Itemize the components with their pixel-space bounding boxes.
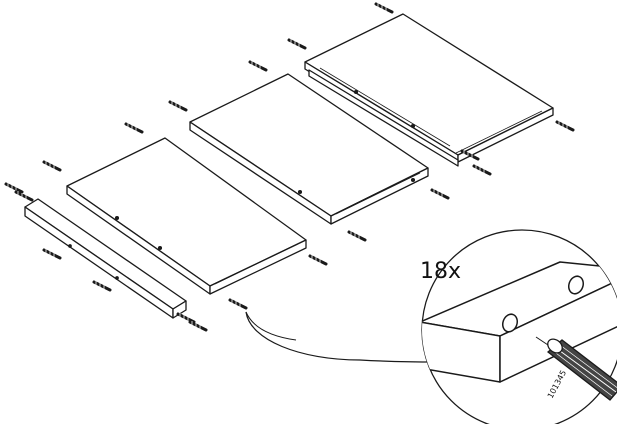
quantity-label: 18x — [420, 259, 461, 284]
callout-leader-tail — [245, 311, 297, 341]
detail-magnifier: 18x 101345 — [420, 229, 617, 424]
callout-leader — [245, 311, 438, 363]
wooden-dowel-icon — [535, 336, 617, 401]
shelf-panel-back — [304, 13, 554, 167]
narrow-strip-panel — [24, 198, 187, 319]
shelf-panel-front — [66, 137, 307, 295]
shelf-panel-middle — [189, 73, 429, 225]
